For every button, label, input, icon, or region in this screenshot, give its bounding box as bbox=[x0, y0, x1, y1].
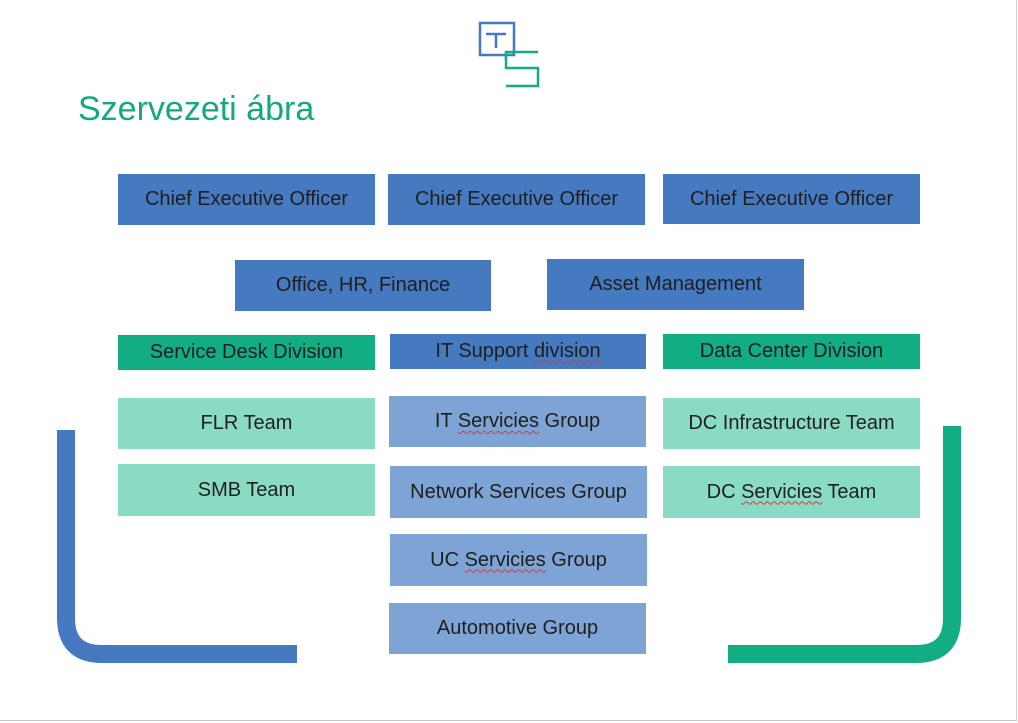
service-desk-division-box: Service Desk Division bbox=[118, 335, 375, 370]
division-label: IT Support division bbox=[435, 340, 601, 362]
team-label: DC Servicies Team bbox=[706, 480, 877, 503]
page-title: Szervezeti ábra bbox=[78, 90, 315, 128]
office-hr-finance-box: Office, HR, Finance bbox=[235, 260, 491, 311]
left-bracket-shape bbox=[57, 430, 297, 663]
division-label: Service Desk Division bbox=[149, 341, 344, 363]
support-unit-label: Office, HR, Finance bbox=[275, 274, 451, 296]
network-services-group-box: Network Services Group bbox=[390, 466, 647, 518]
dc-servicies-team-box: DC Servicies Team bbox=[663, 466, 920, 518]
smb-team-box: SMB Team bbox=[118, 464, 375, 516]
executive-label: Chief Executive Officer bbox=[689, 187, 894, 210]
group-label: Automotive Group bbox=[436, 617, 599, 639]
flr-team-box: FLR Team bbox=[118, 398, 375, 449]
asset-management-box: Asset Management bbox=[547, 259, 804, 310]
it-servicies-group-box: IT Servicies Group bbox=[389, 396, 646, 447]
executive-label: Chief Executive Officer bbox=[414, 188, 619, 210]
ts-logo-icon bbox=[478, 21, 540, 88]
data-center-division-box: Data Center Division bbox=[663, 334, 920, 369]
right-bracket-shape bbox=[728, 426, 961, 663]
team-label: SMB Team bbox=[197, 478, 296, 501]
team-label: FLR Team bbox=[200, 412, 293, 434]
group-label: IT Servicies Group bbox=[434, 410, 601, 432]
executive-box-3: Chief Executive Officer bbox=[663, 174, 920, 224]
support-unit-label: Asset Management bbox=[589, 273, 762, 295]
group-label: Network Services Group bbox=[410, 480, 627, 503]
division-label: Data Center Division bbox=[699, 340, 884, 362]
executive-box-2: Chief Executive Officer bbox=[388, 174, 645, 225]
group-label: UC Servicies Group bbox=[430, 548, 607, 571]
it-support-division-box: IT Support division bbox=[390, 334, 646, 369]
dc-infrastructure-team-box: DC Infrastructure Team bbox=[663, 398, 920, 449]
uc-servicies-group-box: UC Servicies Group bbox=[390, 534, 647, 586]
executive-label: Chief Executive Officer bbox=[144, 188, 349, 210]
executive-box-1: Chief Executive Officer bbox=[118, 174, 375, 225]
automotive-group-box: Automotive Group bbox=[389, 603, 646, 654]
team-label: DC Infrastructure Team bbox=[688, 412, 895, 434]
